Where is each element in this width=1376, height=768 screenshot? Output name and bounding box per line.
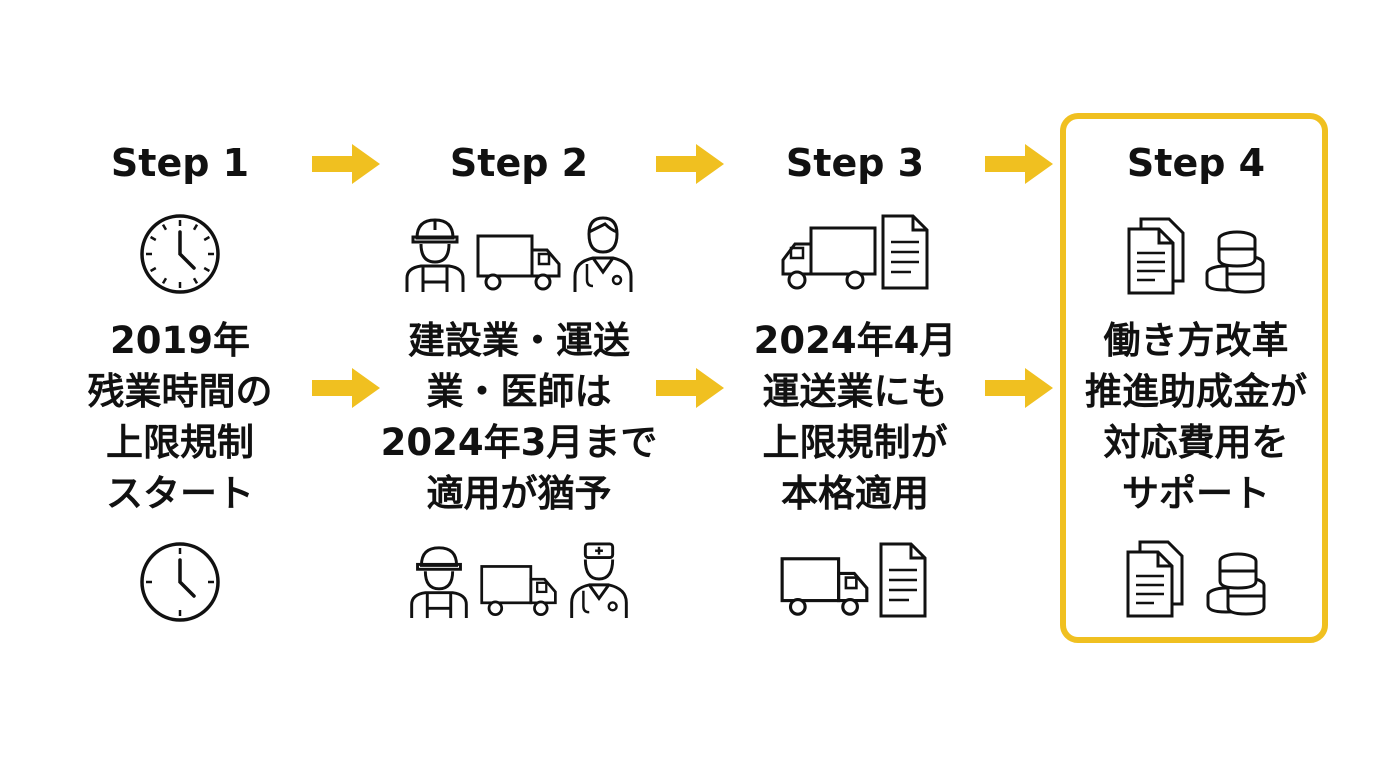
step-4-line-3: 対応費用を — [1103, 421, 1289, 464]
step-4-highlight-frame — [1060, 113, 1328, 643]
step-3-line-2: 運送業にも — [762, 370, 948, 413]
step-2-title: Step 2 — [449, 141, 589, 185]
nurse-icon — [570, 542, 628, 619]
truck-icon — [780, 557, 869, 616]
step-4-title: Step 4 — [1126, 141, 1266, 185]
arrow-right-icon — [656, 368, 724, 408]
step-2-bottom-icons — [369, 540, 669, 620]
arrow-right-icon — [312, 144, 380, 184]
arrow-right-icon — [985, 144, 1053, 184]
step-4-bottom-icons — [1046, 538, 1346, 618]
arrow-right-icon — [312, 368, 380, 408]
step-2-line-2: 業・医師は — [426, 370, 612, 413]
document-icon — [879, 542, 927, 618]
step-1-line-4: スタート — [106, 472, 254, 515]
step-1-line-1: 2019年 — [110, 319, 250, 362]
truck-icon — [476, 234, 561, 291]
documents-icon — [1126, 540, 1184, 618]
step-3-line-4: 本格適用 — [781, 472, 929, 515]
step-4-line-2: 推進助成金が — [1085, 370, 1307, 413]
clock-icon — [140, 214, 220, 294]
step-4-description: 働き方改革 推進助成金が 対応費用を サポート — [1046, 315, 1346, 519]
step-3-line-1: 2024年4月 — [753, 319, 957, 362]
step-1-description: 2019年 残業時間の 上限規制 スタート — [30, 315, 330, 519]
step-1-line-3: 上限規制 — [106, 421, 254, 464]
step-2-line-4: 適用が猶予 — [426, 472, 612, 515]
doctor-icon — [573, 216, 633, 292]
step-4-top-icons — [1046, 215, 1346, 295]
coins-icon — [1206, 552, 1266, 616]
step-3-title: Step 3 — [785, 141, 925, 185]
construction-worker-icon — [405, 218, 465, 292]
step-2-top-icons — [369, 212, 669, 294]
document-icon — [881, 214, 929, 290]
step-1-bottom-icons — [30, 540, 330, 624]
documents-icon — [1127, 217, 1185, 295]
step-3-line-3: 上限規制が — [762, 421, 948, 464]
step-4-line-1: 働き方改革 — [1103, 319, 1289, 362]
truck-icon — [480, 565, 557, 617]
step-3-top-icons — [705, 212, 1005, 292]
coins-icon — [1205, 230, 1265, 294]
truck-icon — [781, 226, 877, 290]
step-2-description: 建設業・運送 業・医師は 2024年3月まで 適用が猶予 — [369, 315, 669, 519]
arrow-right-icon — [656, 144, 724, 184]
step-3-bottom-icons — [705, 540, 1005, 620]
arrow-right-icon — [985, 368, 1053, 408]
step-3-description: 2024年4月 運送業にも 上限規制が 本格適用 — [705, 315, 1005, 519]
step-4-line-4: サポート — [1122, 472, 1270, 515]
step-2-line-1: 建設業・運送 — [408, 319, 630, 362]
clock-icon — [140, 542, 220, 622]
step-2-line-3: 2024年3月まで — [380, 421, 658, 464]
construction-worker-icon — [410, 546, 468, 619]
step-1-line-2: 残業時間の — [87, 370, 273, 413]
step-1-title: Step 1 — [110, 141, 250, 185]
step-1-top-icons — [30, 212, 330, 296]
